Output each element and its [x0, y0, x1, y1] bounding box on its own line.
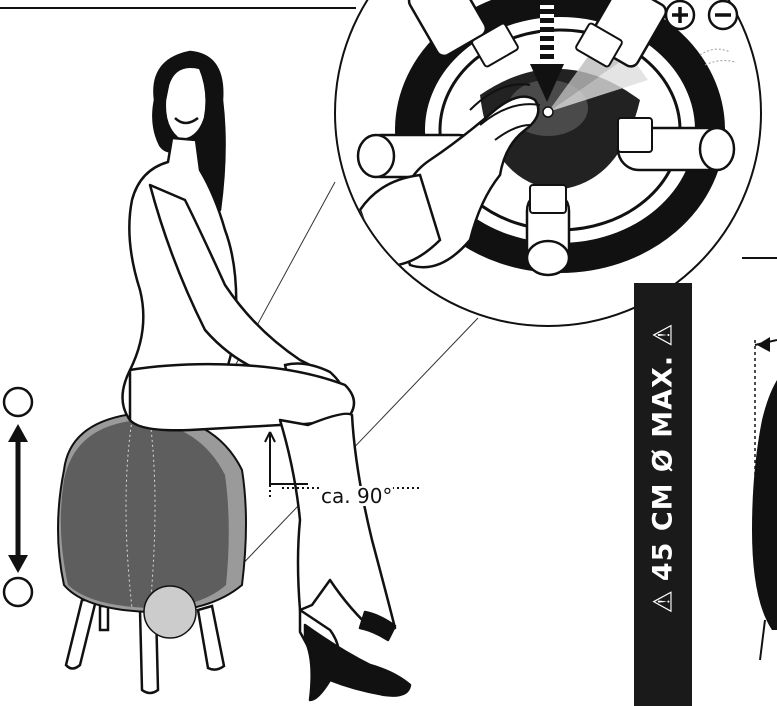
next-panel-ball	[752, 337, 777, 660]
valve-highlight	[144, 586, 196, 638]
warning-icon: ⚠	[648, 323, 678, 347]
warning-text: 45 CM Ø MAX.	[648, 355, 679, 581]
chair-leg	[198, 606, 224, 670]
valve	[543, 107, 553, 117]
angle-label: ca. 90°	[320, 486, 393, 506]
ball-body	[61, 420, 229, 608]
chair-leg	[66, 600, 96, 669]
ball-chair	[58, 413, 246, 693]
warning-icon: ⚠	[648, 589, 678, 613]
height-arrow	[4, 388, 32, 606]
zoom-detail-circle	[335, 0, 761, 326]
warning-label: ⚠ 45 CM Ø MAX. ⚠	[648, 323, 679, 614]
